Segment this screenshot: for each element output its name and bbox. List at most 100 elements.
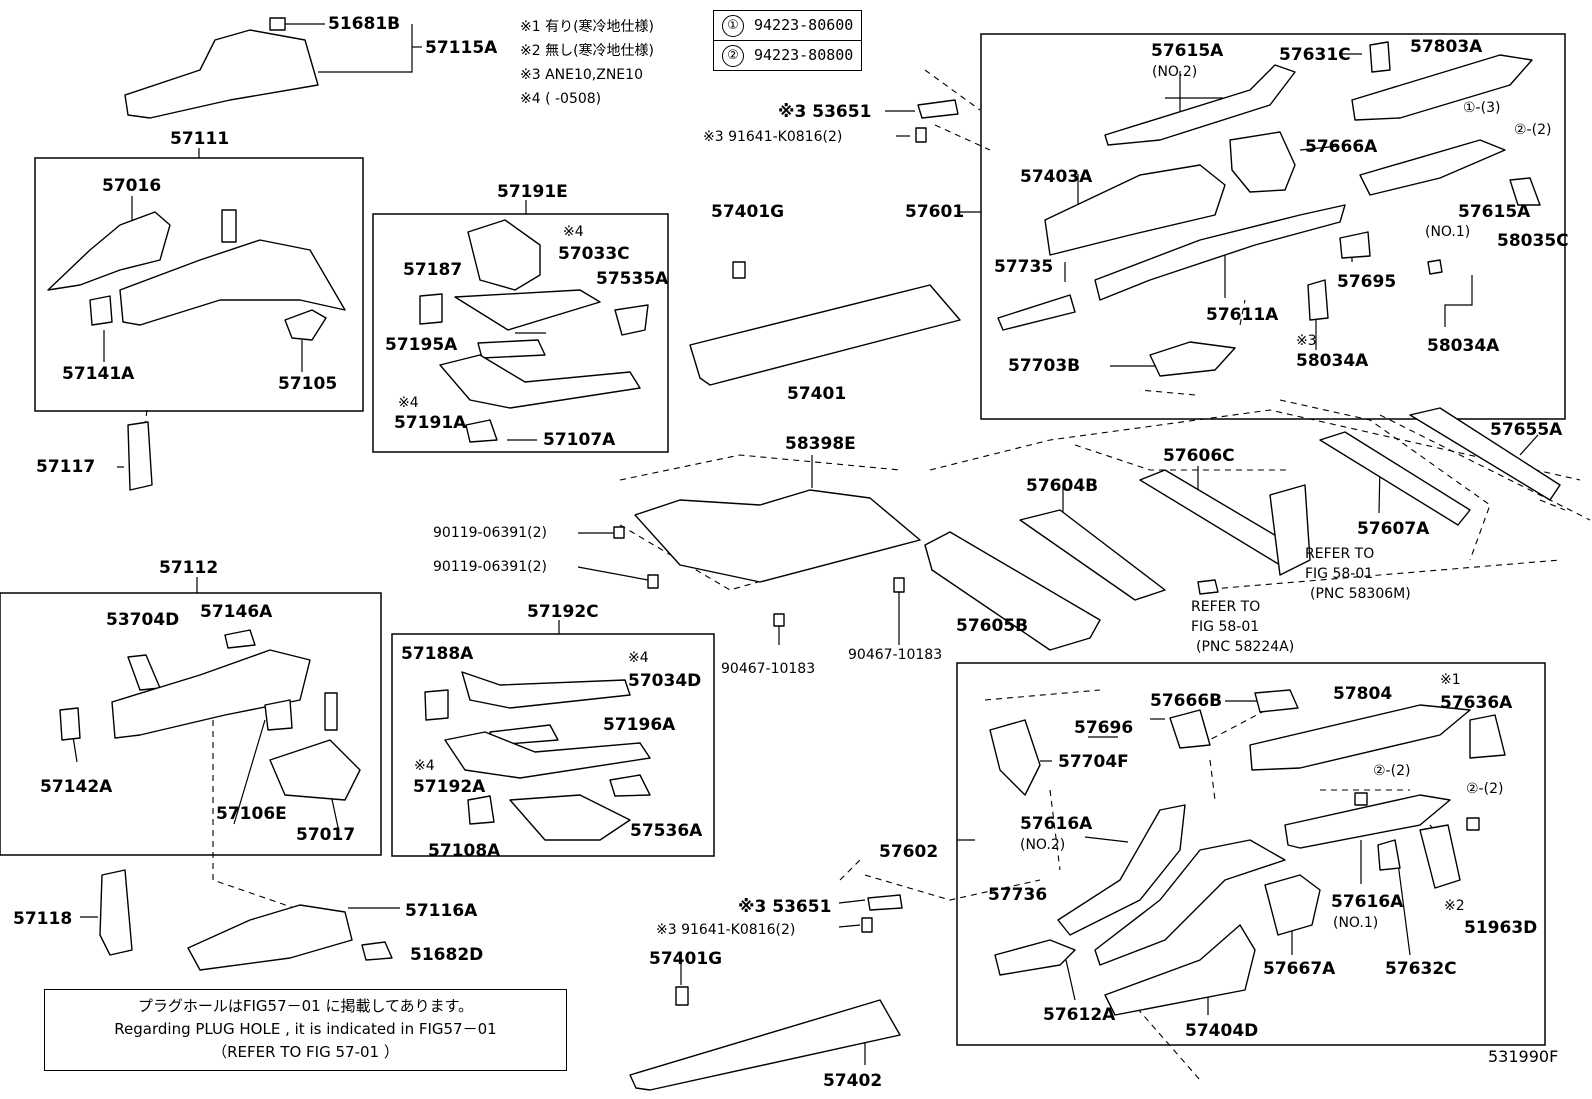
part-label[interactable]: 57401: [787, 384, 847, 404]
note-2: ※2 無し(寒冷地仕様): [520, 43, 655, 59]
part-57695: [1339, 231, 1371, 259]
part-label[interactable]: 90119-06391(2): [433, 525, 547, 541]
refer-note: REFER TO: [1191, 599, 1261, 615]
part-label[interactable]: 57602: [879, 842, 939, 862]
part-label[interactable]: 57605B: [956, 616, 1029, 636]
part-label[interactable]: 57666B: [1150, 691, 1223, 711]
part-label[interactable]: 57106E: [216, 804, 287, 824]
part-label[interactable]: 57187: [403, 260, 463, 280]
part-label[interactable]: 57803A: [1410, 37, 1483, 57]
part-label[interactable]: 57612A: [1043, 1005, 1116, 1025]
part-label[interactable]: 57615A: [1151, 41, 1224, 61]
part-label[interactable]: 57804: [1333, 684, 1393, 704]
part-label[interactable]: 57703B: [1008, 356, 1081, 376]
part-label[interactable]: 57192C: [527, 602, 599, 622]
box-57191e: [372, 213, 669, 453]
part-label[interactable]: 57611A: [1206, 305, 1279, 325]
part-label[interactable]: 51682D: [410, 945, 484, 965]
part-label[interactable]: ②-(2): [1466, 781, 1504, 797]
part-label[interactable]: 57033C: [558, 244, 630, 264]
part-label[interactable]: 57736: [988, 885, 1048, 905]
part-label[interactable]: 57704F: [1058, 752, 1129, 772]
part-57117: [127, 421, 153, 491]
part-90119-upper: [613, 526, 625, 539]
part-label[interactable]: 57115A: [425, 38, 498, 58]
part-label[interactable]: 57017: [296, 825, 356, 845]
part-label[interactable]: 53704D: [106, 610, 180, 630]
part-label[interactable]: 57616A: [1331, 892, 1404, 912]
part-label[interactable]: 57401G: [649, 949, 723, 969]
part-label[interactable]: ※3 91641-K0816(2): [656, 922, 796, 938]
part-label[interactable]: 57696: [1074, 718, 1134, 738]
part-58034a-right: [1427, 259, 1443, 275]
part-label[interactable]: 58035C: [1497, 231, 1569, 251]
part-label[interactable]: ①-(3): [1463, 100, 1501, 116]
part-57195a: [477, 339, 546, 359]
plug-hole-note: プラグホールはFIG57－01 に掲載してあります。 Regarding PLU…: [44, 989, 567, 1071]
part-label[interactable]: 90119-06391(2): [433, 559, 547, 575]
part-label[interactable]: ※3 53651: [778, 102, 872, 122]
part-label[interactable]: 57404D: [1185, 1021, 1259, 1041]
refer-note: (PNC 58224A): [1196, 639, 1295, 655]
part-label[interactable]: 57636A: [1440, 693, 1513, 713]
part-label[interactable]: ②-(2): [1514, 122, 1552, 138]
part-label[interactable]: 57616A: [1020, 814, 1093, 834]
part-51963d: [1419, 824, 1461, 889]
part-label[interactable]: 57536A: [630, 821, 703, 841]
part-label[interactable]: 57535A: [596, 269, 669, 289]
part-label[interactable]: 57666A: [1305, 137, 1378, 157]
part-label[interactable]: 57108A: [428, 841, 501, 861]
part-sub-label: (NO.2): [1152, 64, 1198, 80]
part-label[interactable]: 57195A: [385, 335, 458, 355]
part-57116a: [187, 904, 353, 971]
part-label[interactable]: 57607A: [1357, 519, 1430, 539]
part-label[interactable]: 57601: [905, 202, 965, 222]
part-label[interactable]: 57111: [170, 129, 230, 149]
part-label[interactable]: 57632C: [1385, 959, 1457, 979]
part-label[interactable]: 57112: [159, 558, 219, 578]
part-53704d: [127, 654, 161, 691]
part-label[interactable]: 57192A: [413, 777, 486, 797]
part-label[interactable]: 57191A: [394, 413, 467, 433]
part-label[interactable]: 57116A: [405, 901, 478, 921]
part-sub-label: (NO.1): [1333, 915, 1379, 931]
part-57666b: [1254, 689, 1299, 713]
part-label[interactable]: 57118: [13, 909, 73, 929]
part-label[interactable]: ②-(2): [1373, 763, 1411, 779]
part-label[interactable]: 57667A: [1263, 959, 1336, 979]
part-label[interactable]: 58034A: [1427, 336, 1500, 356]
part-label[interactable]: ※3 53651: [738, 897, 832, 917]
part-label[interactable]: 58398E: [785, 434, 856, 454]
part-label[interactable]: 57141A: [62, 364, 135, 384]
part-label[interactable]: 57606C: [1163, 446, 1235, 466]
part-label[interactable]: 90467-10183: [848, 647, 943, 663]
note-1: ※1 有り(寒冷地仕様): [520, 19, 655, 35]
part-label[interactable]: 57105: [278, 374, 338, 394]
part-label[interactable]: 57196A: [603, 715, 676, 735]
part-51682d: [361, 941, 393, 961]
part-label[interactable]: 57188A: [401, 644, 474, 664]
part-label[interactable]: 57191E: [497, 182, 568, 202]
part-sub-label: (NO.2): [1020, 837, 1066, 853]
part-label[interactable]: 57142A: [40, 777, 113, 797]
part-label[interactable]: 90467-10183: [721, 661, 816, 677]
part-label[interactable]: 57695: [1337, 272, 1397, 292]
part-label[interactable]: 51681B: [328, 14, 401, 34]
part-label[interactable]: 57604B: [1026, 476, 1099, 496]
part-label[interactable]: 57615A: [1458, 202, 1531, 222]
part-label[interactable]: 57631C: [1279, 45, 1351, 65]
part-label[interactable]: 58034A: [1296, 351, 1369, 371]
part-label[interactable]: 57107A: [543, 430, 616, 450]
part-label[interactable]: 57402: [823, 1071, 883, 1091]
part-label[interactable]: 57016: [102, 176, 162, 196]
part-label[interactable]: 57655A: [1490, 420, 1563, 440]
part-label[interactable]: 57146A: [200, 602, 273, 622]
part-57402: [629, 999, 901, 1091]
part-label[interactable]: 57403A: [1020, 167, 1093, 187]
part-label[interactable]: ※3 91641-K0816(2): [703, 129, 843, 145]
part-label[interactable]: 51963D: [1464, 918, 1538, 938]
part-label[interactable]: 57401G: [711, 202, 785, 222]
part-label[interactable]: 57735: [994, 257, 1054, 277]
part-label[interactable]: 57034D: [628, 671, 702, 691]
part-label[interactable]: 57117: [36, 457, 96, 477]
